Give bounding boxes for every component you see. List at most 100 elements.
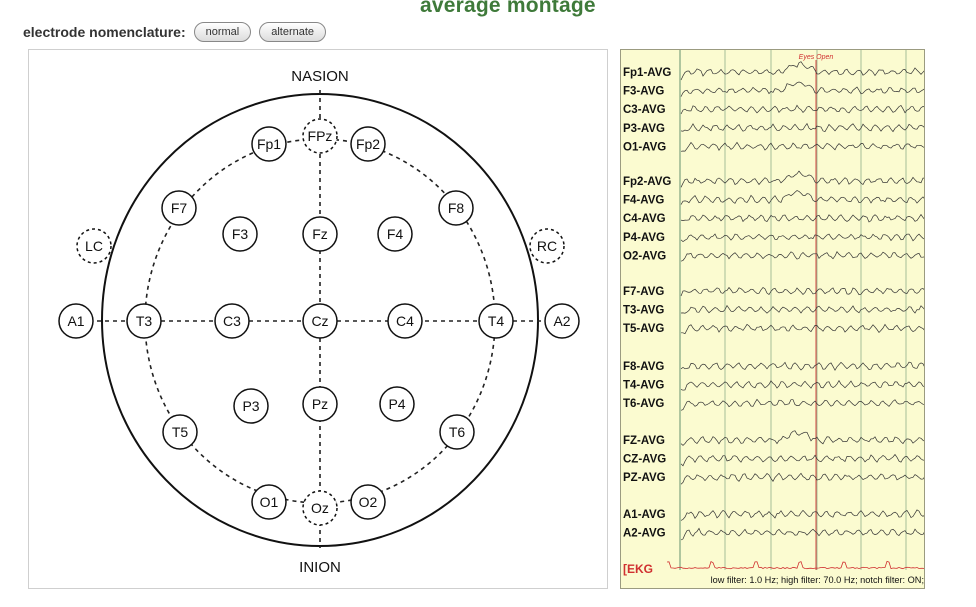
electrode-circle xyxy=(544,303,580,339)
eeg-trace xyxy=(680,190,924,205)
eeg-trace xyxy=(680,453,924,467)
eeg-channel-label: Fp2-AVG xyxy=(623,176,671,188)
electrode-cz[interactable]: Cz xyxy=(302,303,338,339)
electrode-label: FPz xyxy=(308,128,333,144)
electrode-fpz[interactable]: FPz xyxy=(302,118,338,154)
electrode-f3[interactable]: F3 xyxy=(222,216,258,252)
eeg-channel-label: T5-AVG xyxy=(623,323,664,335)
electrode-circle xyxy=(379,386,415,422)
eeg-channel-label: C3-AVG xyxy=(623,104,666,116)
ekg-label: [EKG xyxy=(623,562,653,576)
eeg-channel-label: P4-AVG xyxy=(623,232,665,244)
electrode-circle xyxy=(214,303,250,339)
electrode-t5[interactable]: T5 xyxy=(162,414,198,450)
electrode-circle xyxy=(126,303,162,339)
electrode-label: Fp1 xyxy=(257,136,281,152)
eeg-trace xyxy=(680,304,924,314)
electrode-lc[interactable]: LC xyxy=(76,228,112,264)
eeg-trace xyxy=(680,398,924,411)
eeg-channel-label: T6-AVG xyxy=(623,398,664,410)
eeg-trace xyxy=(681,323,924,335)
eeg-trace xyxy=(680,361,924,371)
electrode-circle xyxy=(302,118,338,154)
electrode-fz[interactable]: Fz xyxy=(302,216,338,252)
electrode-label: Fp2 xyxy=(356,136,380,152)
electrode-label: F7 xyxy=(171,200,188,216)
eeg-trace xyxy=(680,527,924,541)
eeg-trace xyxy=(680,61,924,81)
eeg-channel-label: F8-AVG xyxy=(623,361,664,373)
electrode-rc[interactable]: RC xyxy=(529,228,565,264)
electrode-p4[interactable]: P4 xyxy=(379,386,415,422)
electrode-label: A1 xyxy=(67,313,84,329)
normal-button[interactable]: normal xyxy=(193,22,252,42)
electrode-label: Fz xyxy=(312,226,328,242)
alternate-button[interactable]: alternate xyxy=(259,22,327,42)
electrode-circle xyxy=(58,303,94,339)
electrode-c4[interactable]: C4 xyxy=(387,303,423,339)
electrode-label: F4 xyxy=(387,226,404,242)
electrode-circle xyxy=(233,388,269,424)
eeg-channel-label: F3-AVG xyxy=(623,86,664,98)
electrode-label: T4 xyxy=(488,313,505,329)
electrode-label: T6 xyxy=(449,424,466,440)
eeg-channel-labels: Fp1-AVGF3-AVGC3-AVGP3-AVGO1-AVGFp2-AVGF4… xyxy=(623,67,671,540)
nasion-label: NASION xyxy=(291,68,349,85)
eeg-trace xyxy=(680,251,924,262)
eeg-channel-label: FZ-AVG xyxy=(623,435,665,447)
filter-settings: low filter: 1.0 Hz; high filter: 70.0 Hz… xyxy=(711,575,924,585)
electrode-label: C4 xyxy=(396,313,414,329)
ekg-trace xyxy=(666,560,924,570)
electrode-a2[interactable]: A2 xyxy=(544,303,580,339)
electrode-oz[interactable]: Oz xyxy=(302,490,338,526)
page-title: average montage xyxy=(420,0,596,17)
eeg-channel-label: P3-AVG xyxy=(623,123,665,135)
electrode-f4[interactable]: F4 xyxy=(377,216,413,252)
electrode-label: Oz xyxy=(311,500,329,516)
electrode-circle xyxy=(439,414,475,450)
electrode-circle xyxy=(350,126,386,162)
electrode-label: P4 xyxy=(388,396,405,412)
eeg-channel-label: O1-AVG xyxy=(623,141,666,153)
electrode-circle xyxy=(76,228,112,264)
inion-label: INION xyxy=(299,559,341,576)
eeg-channel-label: Fp1-AVG xyxy=(623,67,671,79)
eeg-channel-label: C4-AVG xyxy=(623,213,666,225)
electrode-label: T5 xyxy=(172,424,189,440)
nomenclature-label: electrode nomenclature: xyxy=(23,24,186,40)
electrode-circle xyxy=(478,303,514,339)
eeg-channel-label: A1-AVG xyxy=(623,509,666,521)
electrode-t4[interactable]: T4 xyxy=(478,303,514,339)
electrode-o1[interactable]: O1 xyxy=(251,484,287,520)
eeg-channel-label: T4-AVG xyxy=(623,380,664,392)
electrode-fp1[interactable]: Fp1 xyxy=(251,126,287,162)
electrode-p3[interactable]: P3 xyxy=(233,388,269,424)
electrode-label: O1 xyxy=(260,494,279,510)
eeg-trace xyxy=(680,213,924,223)
eeg-trace-layer xyxy=(666,61,924,570)
electrode-pz[interactable]: Pz xyxy=(302,386,338,422)
electrode-circle xyxy=(161,190,197,226)
electrode-circle xyxy=(350,484,386,520)
eeg-trace xyxy=(680,170,924,188)
electrode-c3[interactable]: C3 xyxy=(214,303,250,339)
eeg-trace xyxy=(680,379,924,391)
electrode-a1[interactable]: A1 xyxy=(58,303,94,339)
electrode-label: Pz xyxy=(312,396,328,412)
electrode-circle xyxy=(162,414,198,450)
electrode-label: C3 xyxy=(223,313,241,329)
eeg-trace xyxy=(680,81,924,97)
electrode-f7[interactable]: F7 xyxy=(161,190,197,226)
electrode-circle xyxy=(529,228,565,264)
electrode-f8[interactable]: F8 xyxy=(438,190,474,226)
electrode-circle xyxy=(302,216,338,252)
eeg-trace xyxy=(680,509,924,521)
electrode-o2[interactable]: O2 xyxy=(350,484,386,520)
electrode-fp2[interactable]: Fp2 xyxy=(350,126,386,162)
electrode-t3[interactable]: T3 xyxy=(126,303,162,339)
electrode-t6[interactable]: T6 xyxy=(439,414,475,450)
electrode-label: RC xyxy=(537,238,557,254)
